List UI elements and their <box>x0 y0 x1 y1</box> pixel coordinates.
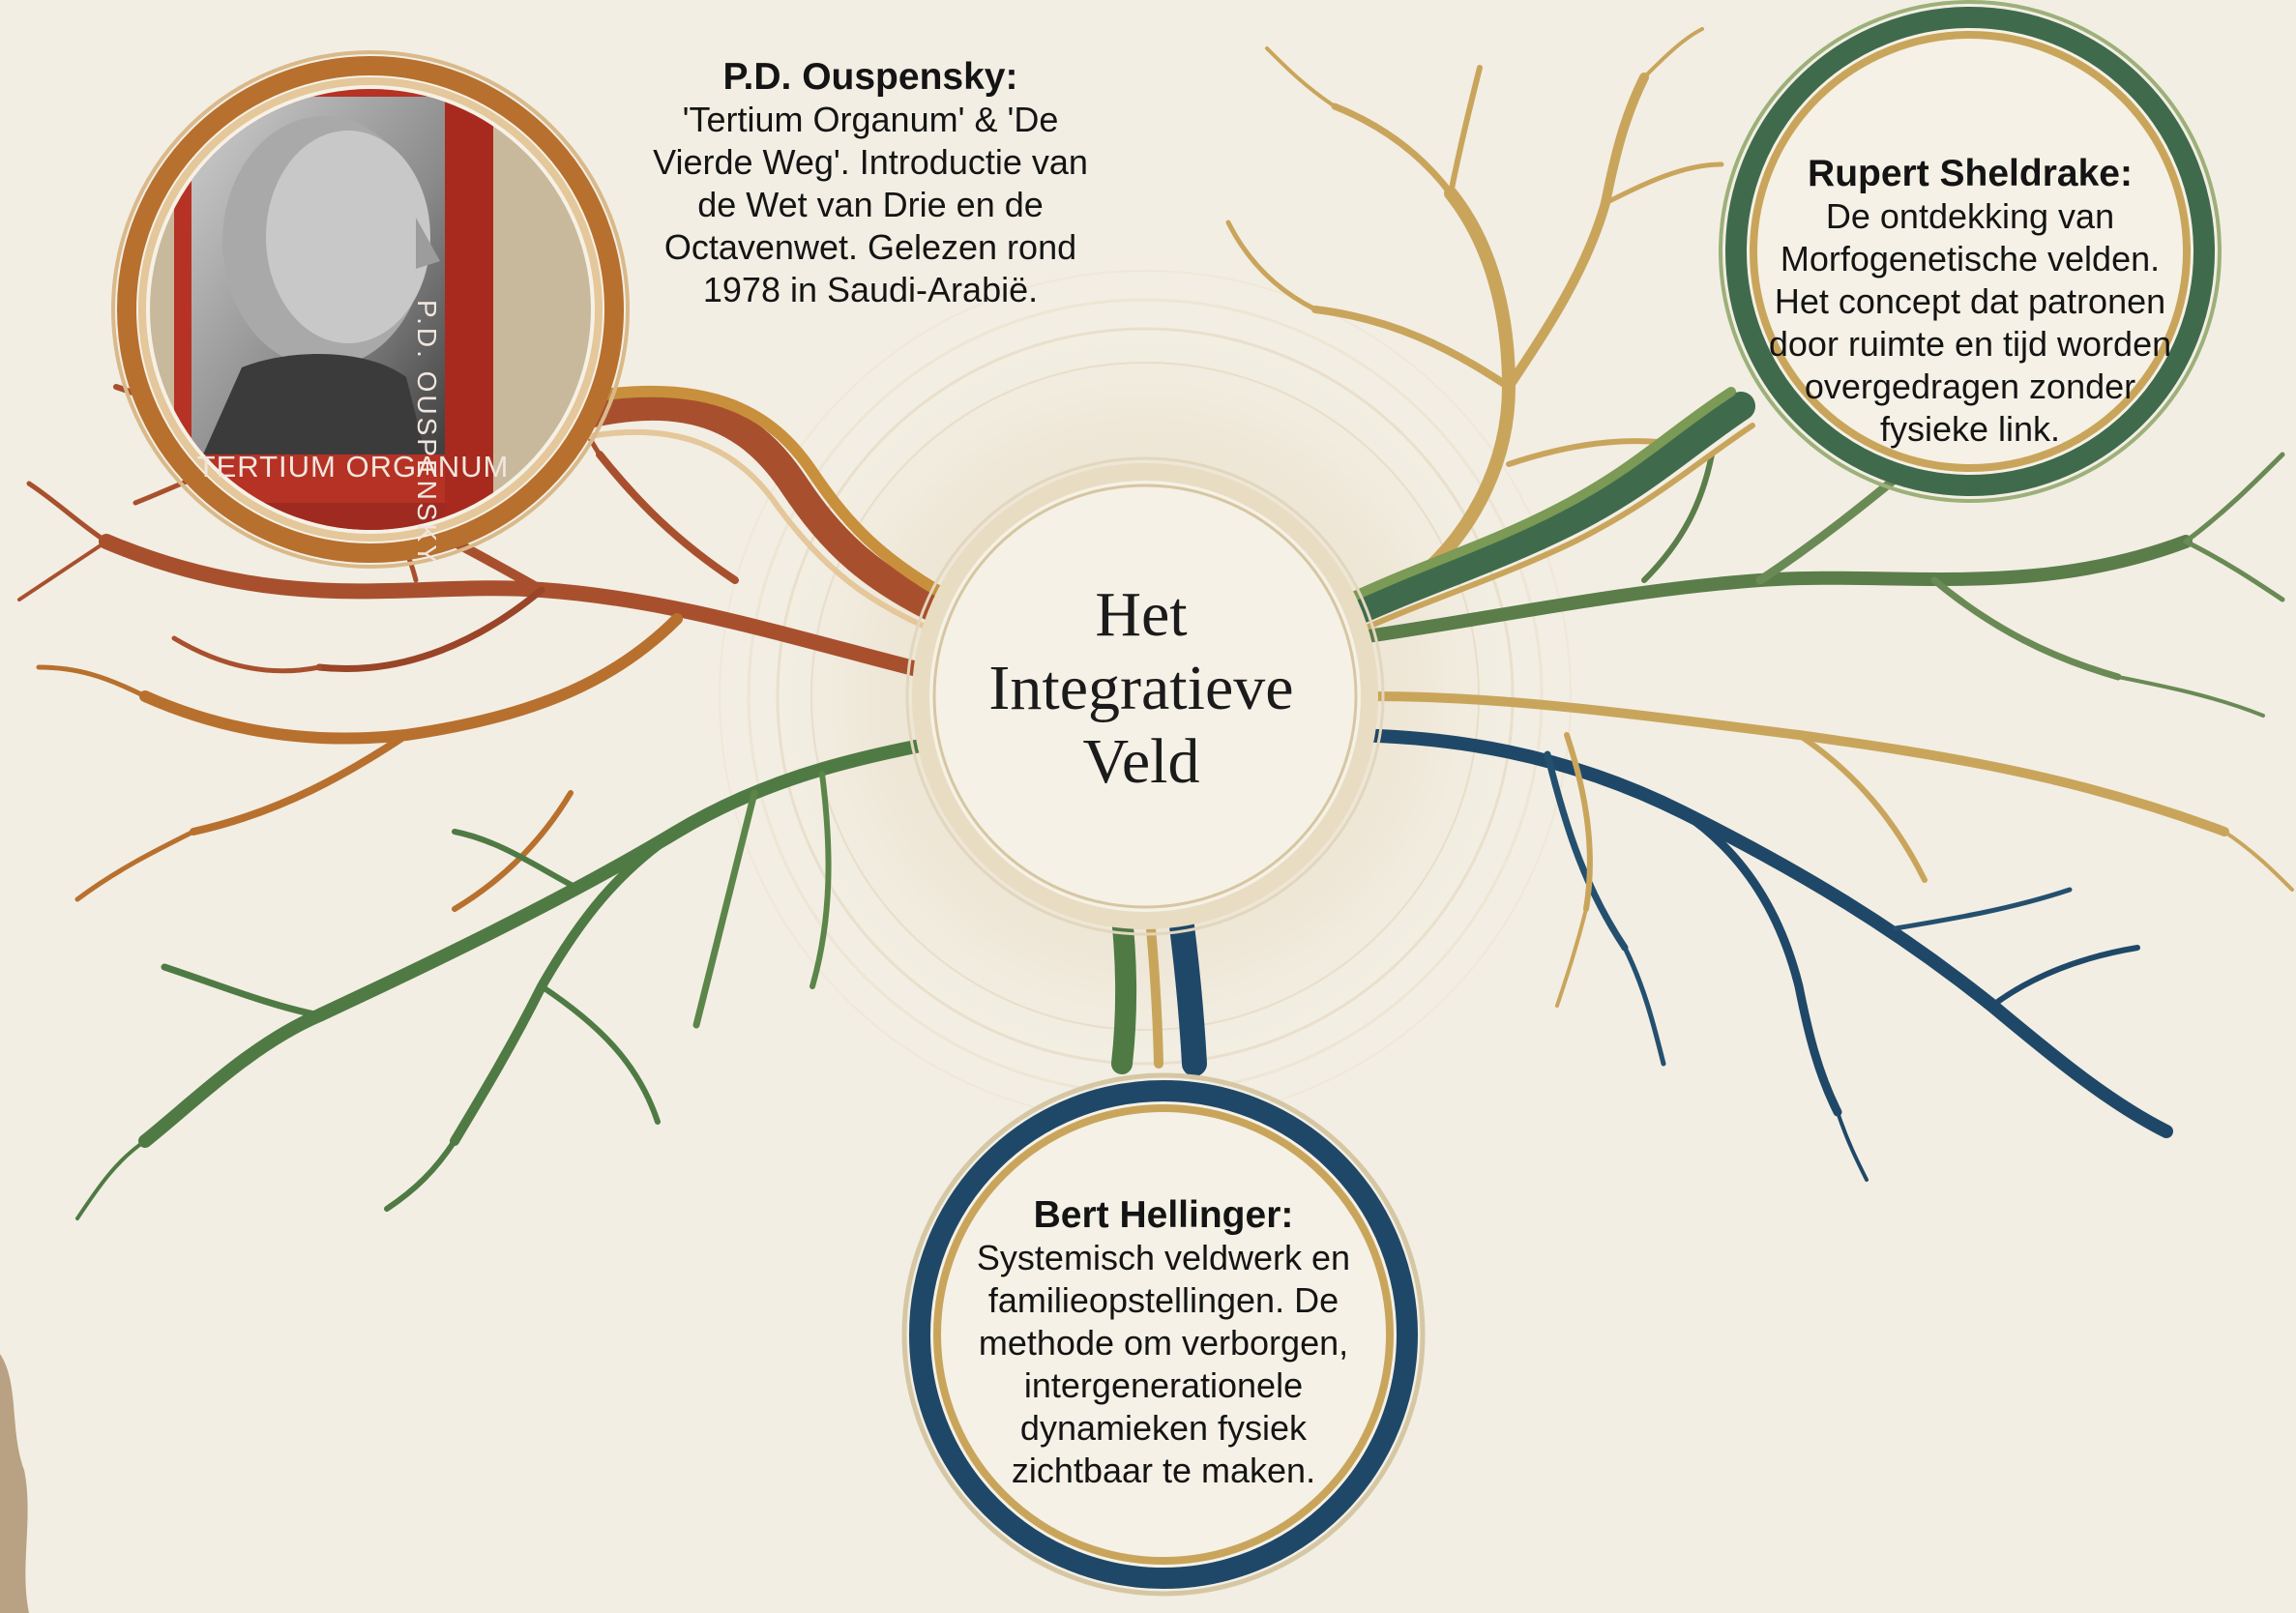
roots-left-green <box>75 728 984 1220</box>
sheldrake-description: De ontdekking van Morfogenetische velden… <box>1768 196 2172 449</box>
ouspensky-name: P.D. Ouspensky: <box>722 56 1018 98</box>
sheldrake-name: Rupert Sheldrake: <box>1808 153 2133 194</box>
torn-paper-corner <box>0 1354 29 1613</box>
sheldrake-label: Rupert Sheldrake: De ontdekking van Morf… <box>1738 153 2202 451</box>
hellinger-name: Bert Hellinger: <box>1033 1194 1294 1236</box>
book-cover-author: P.D. OUSPENSKY <box>412 300 442 566</box>
roots-left-rust <box>17 365 956 912</box>
center-node-ring <box>905 456 1385 936</box>
hellinger-node-ring <box>901 1072 1426 1597</box>
sheldrake-node-ring <box>1719 0 2222 503</box>
ouspensky-label: P.D. Ouspensky: 'Tertium Organum' & 'De … <box>638 56 1103 311</box>
book-cover-photo <box>150 89 591 530</box>
book-cover-title: TERTIUM ORGANUM <box>196 450 510 484</box>
hellinger-description: Systemisch veldwerk en familieopstelling… <box>976 1238 1351 1490</box>
stem-ouspensky <box>566 385 972 641</box>
ouspensky-description: 'Tertium Organum' & 'De Vierde Weg'. Int… <box>653 100 1088 309</box>
tree-top-gold <box>1225 27 1724 597</box>
roots-right-navy <box>1328 728 2173 1182</box>
roots-right-gold <box>1369 691 2294 1008</box>
hellinger-label: Bert Hellinger: Systemisch veldwerk en f… <box>931 1194 1396 1492</box>
center-title: Het Integratieve Veld <box>988 579 1294 797</box>
stem-sheldrake <box>1325 387 1755 641</box>
